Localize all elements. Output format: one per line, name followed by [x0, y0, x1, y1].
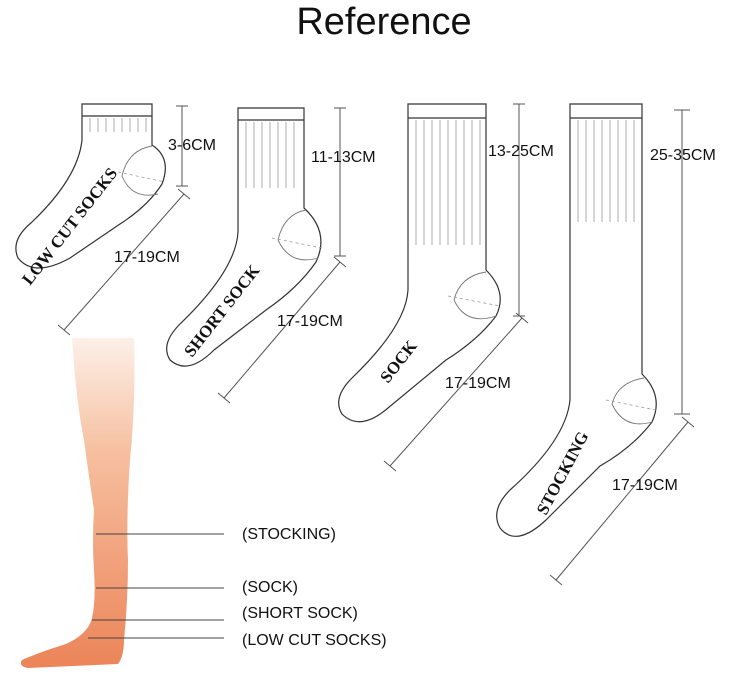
sock-height-label: 13-25CM [488, 143, 554, 160]
leg-illustration [20, 338, 135, 668]
stocking-foot-label: 17-19CM [612, 477, 678, 494]
legend-stocking: (STOCKING) [242, 526, 336, 543]
short-sock-height-label: 11-13CM [311, 149, 376, 166]
legend-low-cut-socks: (LOW CUT SOCKS) [242, 632, 387, 649]
legend-short-sock: (SHORT SOCK) [242, 605, 358, 622]
sock-foot-label: 17-19CM [445, 375, 511, 392]
short-sock-foot-label: 17-19CM [277, 313, 343, 330]
low-cut-height-label: 3-6CM [168, 137, 216, 154]
crew-sock [338, 103, 529, 472]
stocking [496, 103, 695, 586]
legend-sock: (SOCK) [242, 579, 298, 596]
low-cut-foot-label: 17-19CM [114, 249, 180, 266]
page-title: Reference [296, 1, 471, 43]
stocking-height-label: 25-35CM [650, 147, 716, 164]
low-cut-sock [15, 103, 191, 336]
short-sock [166, 107, 347, 404]
